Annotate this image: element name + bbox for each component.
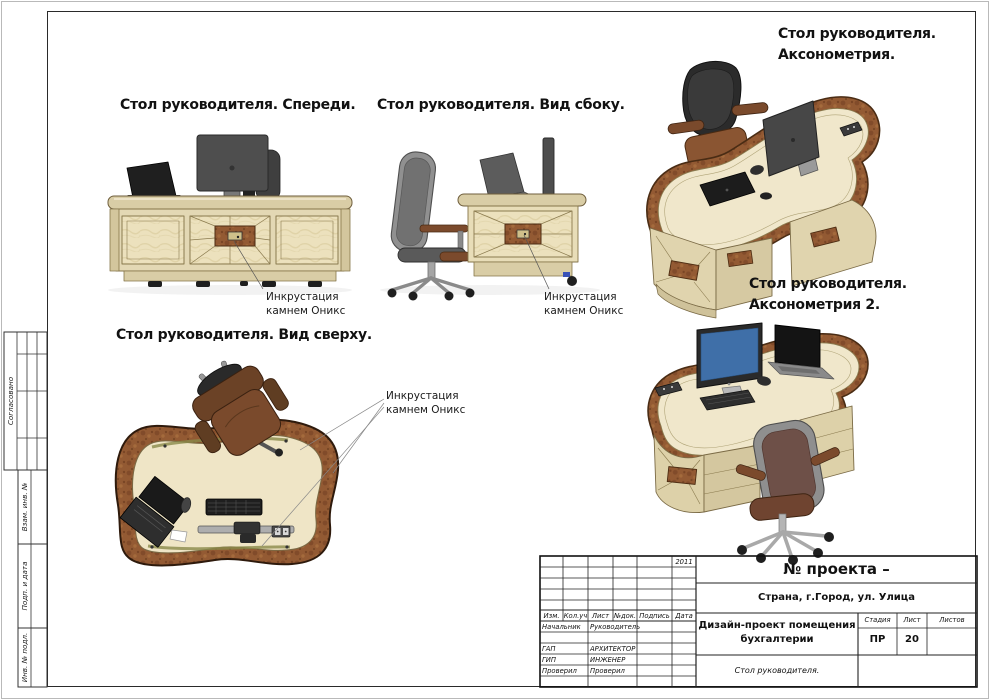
front-center-panel: [189, 215, 271, 265]
axo1-power-socket: [839, 121, 863, 137]
sheets-label: Листов: [939, 616, 965, 624]
axo2-title-line2: Аксонометрия 2.: [749, 297, 880, 313]
axo2-keyboard: [699, 389, 756, 411]
side-chair: [387, 151, 475, 301]
top-mouse: [180, 497, 192, 513]
stage-label: Стадия: [864, 616, 891, 624]
axo2-imac: [696, 322, 763, 401]
axo2-power-socket: [654, 381, 683, 397]
top-onyx-strip-front: [147, 544, 291, 551]
top-leader-lines: [261, 398, 385, 547]
annotation-line: Инкрустация: [544, 291, 617, 303]
drawing-title: Стол руководителя.: [734, 666, 820, 675]
side-onyx-plaque: [516, 229, 530, 239]
front-view-drawing: [107, 134, 353, 295]
top-inlay-annotation: Инкрустация камнем Оникс: [386, 390, 465, 417]
front-monitor: [196, 134, 269, 199]
sig-name-3: Проверил: [590, 667, 625, 675]
sig-name-1: АРХИТЕКТОР: [590, 645, 636, 653]
axo2-title-line1: Стол руководителя.: [749, 276, 907, 292]
sig-role-2: ГИП: [542, 656, 556, 664]
stage-value: ПР: [869, 634, 886, 645]
side-desk: [457, 193, 587, 286]
side-stamp-replace-inv: Взам. инв. №: [20, 482, 29, 532]
side-view-title: Стол руководителя. Вид сбоку.: [377, 97, 625, 113]
front-laptop: [126, 161, 181, 199]
axo1-title-line1: Стол руководителя.: [778, 26, 936, 42]
side-view-drawing: [380, 137, 600, 301]
sig-name-0: Руководитель: [590, 623, 641, 631]
top-view-title: Стол руководителя. Вид сверху.: [116, 327, 372, 343]
axo1-pedestals: [649, 199, 877, 319]
top-power-socket: [271, 525, 291, 538]
top-monitor: [197, 521, 295, 543]
annotation-line: камнем Оникс: [386, 403, 466, 416]
front-leader-line: [233, 240, 264, 290]
annotation-line: камнем Оникс: [544, 304, 624, 317]
rev-header-ndok: №док.: [613, 612, 637, 620]
sig-name-2: ИНЖЕНЕР: [590, 656, 626, 664]
front-shadow: [108, 285, 352, 295]
side-inlay-annotation: Инкрустация камнем Оникс: [544, 291, 623, 318]
axo1-drawing: [646, 61, 881, 319]
sig-role-3: Проверил: [542, 667, 577, 675]
annotation-line: Инкрустация: [266, 291, 339, 303]
side-stamp-sign-date: Подп. и дата: [20, 561, 29, 611]
axo1-title-line2: Аксонометрия.: [778, 47, 895, 63]
side-stamp-lines: [3, 331, 48, 688]
sig-role-1: ГАП: [542, 645, 556, 653]
annotation-line: Инкрустация: [386, 390, 459, 402]
top-keyboard: [205, 498, 263, 516]
top-chair: [192, 360, 289, 457]
project-title-line1: Дизайн-проект помещения: [698, 620, 856, 631]
rev-header-list: Лист: [591, 612, 610, 620]
top-paper: [169, 529, 188, 543]
side-stamp-agreed: Согласовано: [6, 376, 15, 426]
project-number: № проекта –: [783, 560, 890, 578]
sig-role-0: Начальник: [542, 623, 581, 631]
side-chair-base: [390, 276, 472, 295]
front-view-title: Стол руководителя. Спереди.: [120, 97, 356, 113]
axo1-laptop: [699, 171, 756, 207]
front-phone: [243, 191, 255, 196]
front-feet: [148, 281, 322, 287]
top-laptop: [119, 475, 190, 548]
rev-header-koluch: Кол.уч: [563, 612, 588, 620]
axo2-pedestals: [653, 405, 855, 514]
axo1-mouse: [750, 165, 764, 175]
rev-header-data: Дата: [675, 612, 693, 620]
sheet-label: Лист: [903, 616, 921, 624]
title-block-year: 2011: [675, 558, 693, 566]
axo2-laptop: [767, 324, 835, 380]
side-stamp-inv-orig: Инв. № подл.: [20, 632, 29, 683]
rev-header-izm: Изм.: [543, 612, 560, 620]
side-leader-line: [523, 234, 550, 290]
front-onyx-plaque: [227, 231, 243, 241]
front-inlay-annotation: Инкрустация камнем Оникс: [266, 291, 345, 318]
project-title-line2: бухгалтерии: [740, 634, 814, 645]
sheet-number-value: 20: [905, 634, 919, 645]
title-block-lines: [539, 555, 978, 688]
side-caster-mount: [563, 272, 570, 277]
axo2-drawing: [647, 322, 869, 565]
axo2-chair: [735, 419, 840, 565]
annotation-line: камнем Оникс: [266, 304, 346, 317]
front-desk: [107, 195, 353, 287]
side-desk-caster: [567, 276, 577, 286]
axo1-monitor: [762, 100, 820, 177]
rev-header-podpis: Подпись: [639, 612, 670, 620]
axo2-mouse: [757, 376, 771, 386]
project-address: Страна, г.Город, ул. Улица: [758, 592, 915, 603]
axo1-phone: [760, 192, 772, 200]
top-view-drawing: [114, 360, 385, 567]
